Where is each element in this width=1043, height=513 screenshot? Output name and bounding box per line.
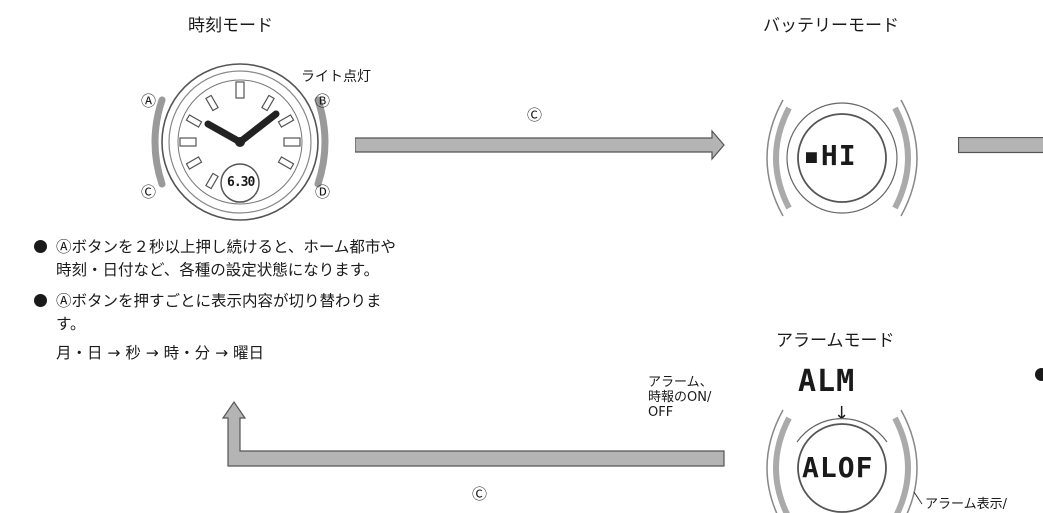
minute-hand: [236, 110, 280, 146]
top-arrow-button-label: Ⓒ: [527, 106, 543, 124]
light-on-label: ライト点灯: [301, 69, 371, 85]
battery-level-display: ▪HI: [803, 139, 857, 172]
bullet-dot-1: [34, 240, 47, 253]
digital-window: [220, 163, 260, 203]
right-partial-arrow: [958, 137, 1043, 154]
button-b-label: Ⓑ: [315, 92, 331, 110]
top-right-arrow: [355, 129, 725, 161]
alarm-display-leader: [913, 491, 923, 505]
right-bezel-guard: [314, 96, 329, 188]
alarm-display-label: アラーム表示/: [925, 497, 1007, 512]
time-mode-title: 時刻モード: [188, 16, 273, 36]
battery-mode-title: バッテリーモード: [763, 16, 899, 36]
alarm-mode-title: アラームモード: [776, 331, 895, 351]
alarm-display-frame: [766, 409, 918, 513]
bottom-return-arrow: [221, 400, 725, 467]
note-line-5: 月・日 → 秒 → 時・分 → 曜日: [56, 344, 265, 362]
button-c-label: Ⓒ: [141, 183, 157, 201]
left-bezel-guard: [151, 96, 166, 188]
bullet-dot-partial: [1035, 368, 1043, 381]
watch-illustration: [151, 63, 329, 221]
note-line-2: 時刻・日付など、各種の設定状態になります。: [56, 261, 380, 279]
button-d-label: Ⓓ: [315, 183, 331, 201]
watch-digital-time: 6.30: [227, 175, 255, 190]
note-line-4: す。: [56, 315, 86, 333]
alarm-value-display: ALOF: [802, 451, 874, 484]
button-a-label: Ⓐ: [141, 92, 157, 110]
bottom-arrow-button-label: Ⓒ: [472, 485, 488, 503]
note-line-3: Ⓐボタンを押すごとに表示内容が切り替わりま: [34, 290, 382, 313]
alarm-on-off-label: アラーム、 時報のON/ OFF: [648, 375, 713, 420]
alarm-top-display: ALM: [798, 364, 856, 399]
hour-hand: [204, 120, 244, 146]
bullet-dot-2: [34, 294, 47, 307]
battery-display-frame: [766, 99, 918, 217]
note-line-1: Ⓐボタンを２秒以上押し続けると、ホーム都市や: [34, 236, 396, 259]
